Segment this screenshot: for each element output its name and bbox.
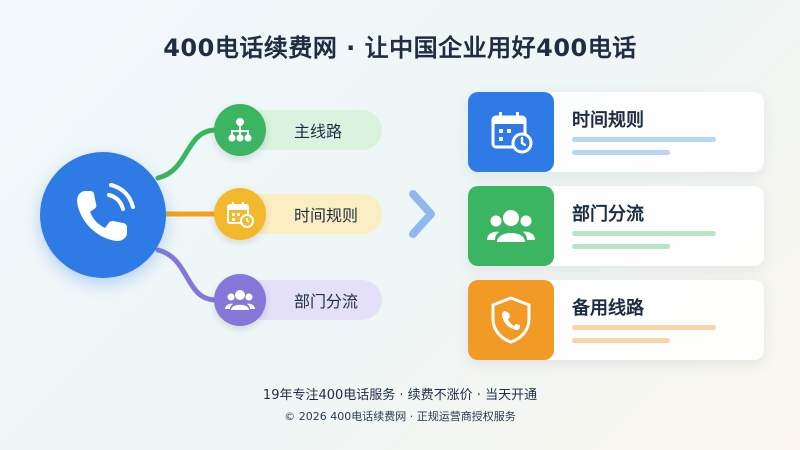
pill-label: 主线路 <box>294 122 343 141</box>
card-title: 备用线路 <box>572 298 644 319</box>
users-icon <box>214 274 266 326</box>
placeholder-bar <box>572 150 670 155</box>
card-title: 时间规则 <box>572 110 644 131</box>
placeholder-bar <box>572 325 716 330</box>
footer-tagline: 19年专注400电话服务 · 续费不涨价 · 当天开通 <box>262 388 538 403</box>
phone-icon <box>77 183 135 241</box>
page-title: 400电话续费网 · 让中国企业用好400电话 <box>163 34 637 62</box>
card-backup-line[interactable]: 备用线路 <box>468 280 764 360</box>
pill-label: 部门分流 <box>294 292 359 311</box>
calendar-clock-icon <box>468 92 554 172</box>
placeholder-bar <box>572 244 670 249</box>
placeholder-bar <box>572 231 716 236</box>
calendar-clock-icon <box>214 188 266 240</box>
org-chart-icon <box>214 104 266 156</box>
chevron-right-icon <box>409 190 435 238</box>
card-time-rules[interactable]: 时间规则 <box>468 92 764 172</box>
footer-copyright: © 2026 400电话续费网 · 正规运营商授权服务 <box>284 410 516 423</box>
placeholder-bar <box>572 137 716 142</box>
card-title: 部门分流 <box>572 204 644 225</box>
phone-circle <box>40 152 166 278</box>
shield-phone-icon <box>468 280 554 360</box>
users-icon <box>468 186 554 266</box>
placeholder-bar <box>572 338 670 343</box>
pill-label: 时间规则 <box>294 206 359 225</box>
card-department-routing[interactable]: 部门分流 <box>468 186 764 266</box>
